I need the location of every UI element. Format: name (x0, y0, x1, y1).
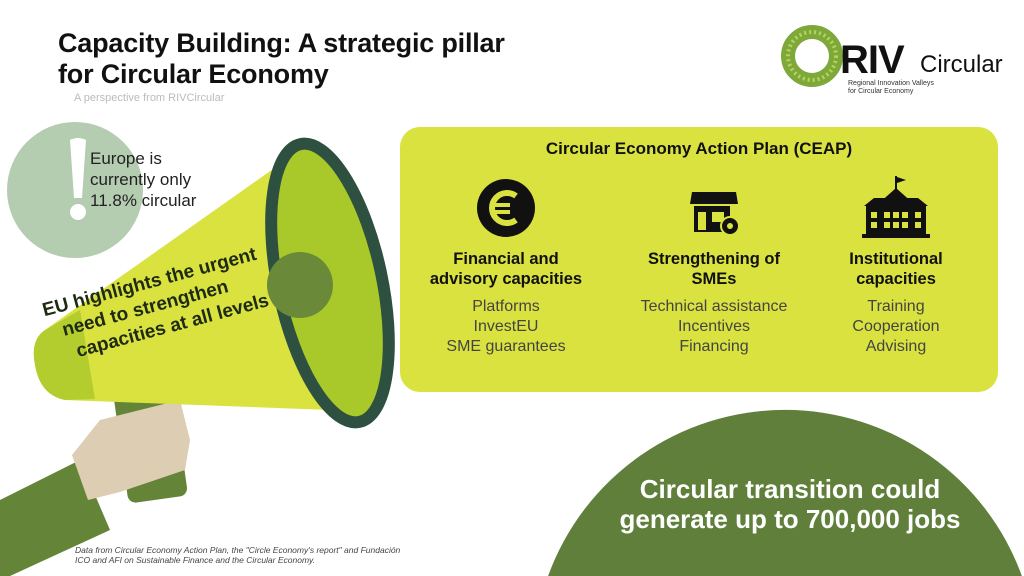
euro-icon (477, 179, 535, 237)
list-item: Training (867, 298, 925, 315)
list-item: Incentives (677, 318, 751, 335)
list-item: InvestEU (473, 318, 539, 335)
institution-icon (862, 176, 930, 238)
page-title: Capacity Building: A strategic pillar fo… (58, 28, 505, 89)
list-item: Technical assistance (640, 298, 788, 315)
list-item: Advising (865, 338, 927, 355)
logo-ring-icon (781, 25, 843, 87)
list-item: Platforms (472, 298, 540, 315)
exclamation-icon (70, 138, 86, 220)
source-note: Data from Circular Economy Action Plan, … (75, 545, 401, 565)
megaphone-illustration (0, 137, 395, 576)
list-item: Financing (679, 338, 749, 355)
horn-band (33, 310, 95, 400)
list-item: SME guarantees (446, 338, 566, 355)
jobs-circle (548, 409, 1022, 576)
hand (72, 400, 190, 500)
ceap-title: Circular Economy Action Plan (CEAP) (545, 139, 853, 158)
circularity-stat: Europe is currently only 11.8% circular (90, 149, 197, 210)
arm (0, 460, 110, 576)
jobs-stat: Circular transition could generate up to… (619, 474, 961, 534)
horn-core (267, 252, 333, 318)
ceap-panel: Circular Economy Action Plan (CEAP) Fina… (400, 127, 998, 392)
page-subtitle: A perspective from RIVCircular (74, 92, 225, 104)
list-item: Cooperation (852, 318, 940, 335)
horn (33, 150, 330, 410)
rivcircular-logo: RIV Circular Regional Innovation Valleys… (780, 22, 1020, 102)
shop-icon (690, 192, 740, 236)
